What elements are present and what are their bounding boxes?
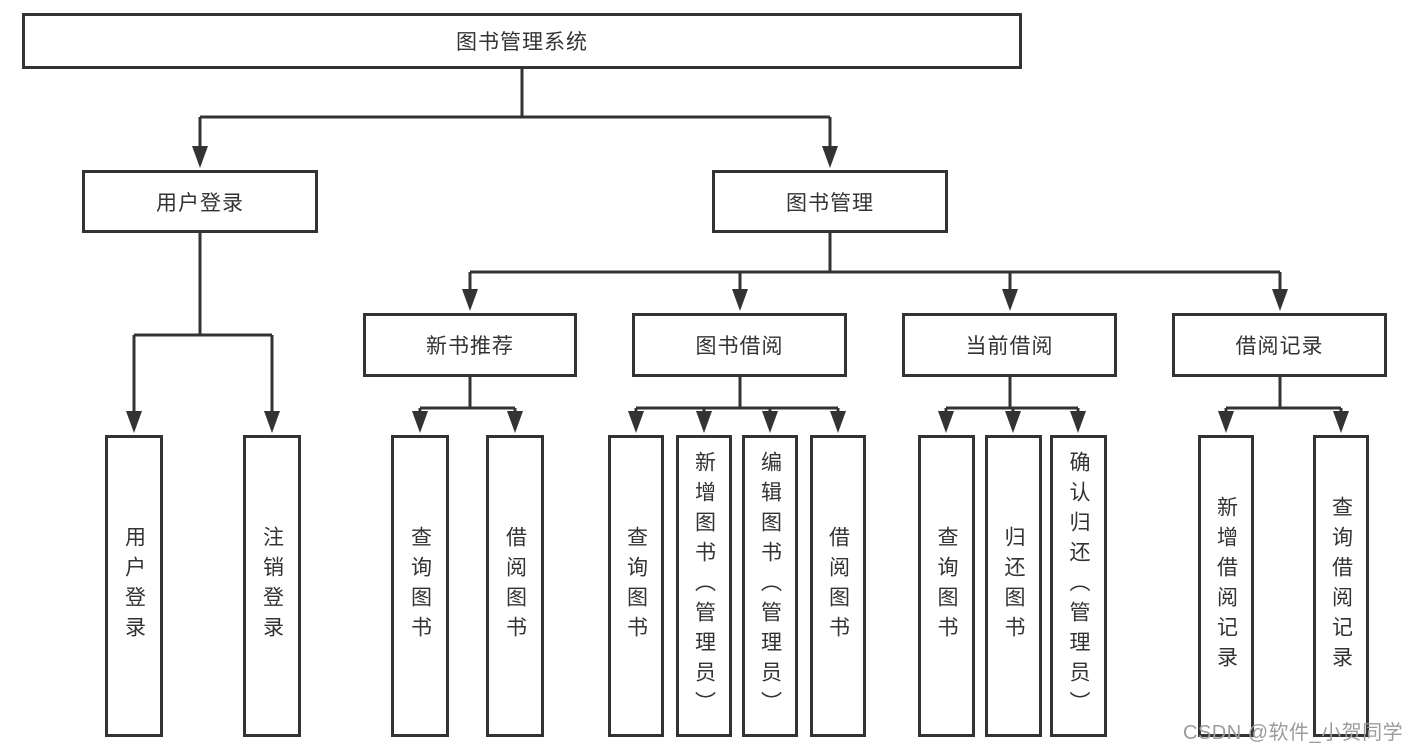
node-borrowing-records: 借阅记录 bbox=[1172, 313, 1387, 377]
node-label: 新增图书（管理员） bbox=[692, 451, 716, 721]
leaf-query-borrow-record: 查询借阅记录 bbox=[1313, 435, 1369, 737]
leaf-logout: 注销登录 bbox=[243, 435, 301, 737]
node-label: 新增借阅记录 bbox=[1214, 496, 1238, 676]
leaf-query-books-current: 查询图书 bbox=[918, 435, 975, 737]
node-label: 新书推荐 bbox=[426, 335, 514, 358]
leaf-borrow-books-recommend: 借阅图书 bbox=[486, 435, 544, 737]
csdn-watermark: CSDN @软件_小贺同学 bbox=[1183, 722, 1404, 744]
leaf-query-books-recommend: 查询图书 bbox=[391, 435, 449, 737]
node-label: 查询借阅记录 bbox=[1329, 496, 1353, 676]
node-label: 归还图书 bbox=[1002, 526, 1025, 646]
leaf-return-books: 归还图书 bbox=[985, 435, 1042, 737]
node-label: 确认归还（管理员） bbox=[1067, 451, 1090, 721]
leaf-add-borrow-record: 新增借阅记录 bbox=[1198, 435, 1254, 737]
node-user-login: 用户登录 bbox=[82, 170, 318, 233]
node-label: 图书管理系统 bbox=[456, 31, 588, 54]
node-label: 当前借阅 bbox=[965, 335, 1054, 358]
node-label: 图书管理 bbox=[786, 191, 874, 215]
node-label: 用户登录 bbox=[156, 191, 244, 215]
node-book-management: 图书管理 bbox=[712, 170, 948, 233]
node-label: 用户登录 bbox=[122, 526, 146, 646]
node-label: 注销登录 bbox=[260, 526, 284, 646]
node-label: 借阅图书 bbox=[503, 526, 527, 646]
leaf-query-books-borrowing: 查询图书 bbox=[608, 435, 664, 737]
node-label: 借阅图书 bbox=[826, 526, 850, 646]
node-label: 编辑图书（管理员） bbox=[758, 451, 782, 721]
node-label: 借阅记录 bbox=[1235, 335, 1324, 358]
node-label: 图书借阅 bbox=[695, 335, 784, 358]
leaf-borrow-books: 借阅图书 bbox=[810, 435, 866, 737]
node-library-management-system: 图书管理系统 bbox=[22, 13, 1022, 69]
node-new-book-recommendation: 新书推荐 bbox=[363, 313, 577, 377]
leaf-edit-books-admin: 编辑图书（管理员） bbox=[742, 435, 798, 737]
leaf-confirm-return-admin: 确认归还（管理员） bbox=[1050, 435, 1107, 737]
node-label: 查询图书 bbox=[408, 526, 432, 646]
node-label: 查询图书 bbox=[935, 526, 958, 646]
node-label: 查询图书 bbox=[624, 526, 648, 646]
node-current-borrowing: 当前借阅 bbox=[902, 313, 1117, 377]
node-book-borrowing: 图书借阅 bbox=[632, 313, 847, 377]
leaf-user-login: 用户登录 bbox=[105, 435, 163, 737]
leaf-add-books-admin: 新增图书（管理员） bbox=[676, 435, 732, 737]
